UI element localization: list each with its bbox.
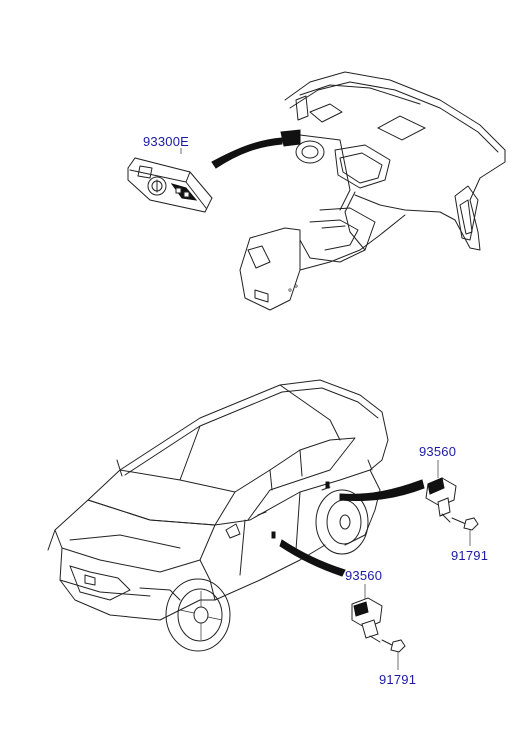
- screw-part-a: [451, 517, 479, 546]
- leader-arrow-93560-a: [339, 479, 425, 501]
- part-number-label[interactable]: 93560: [345, 568, 383, 583]
- dashboard-illustration: [239, 71, 506, 311]
- car-illustration: [47, 379, 389, 652]
- part-number-label[interactable]: 91791: [451, 548, 489, 563]
- door-switch-part-a: [425, 460, 457, 523]
- door-switch-part-b: [351, 584, 383, 643]
- part-number-label[interactable]: 91791: [379, 672, 417, 687]
- leader-arrow-93560-b: [279, 539, 346, 577]
- part-number-label[interactable]: 93300E: [143, 134, 190, 149]
- leader-arrow-93300E: [211, 137, 283, 169]
- part-number-label[interactable]: 93560: [419, 444, 457, 459]
- screw-part-b: [381, 639, 406, 670]
- headlamp-switch-part: [127, 157, 213, 213]
